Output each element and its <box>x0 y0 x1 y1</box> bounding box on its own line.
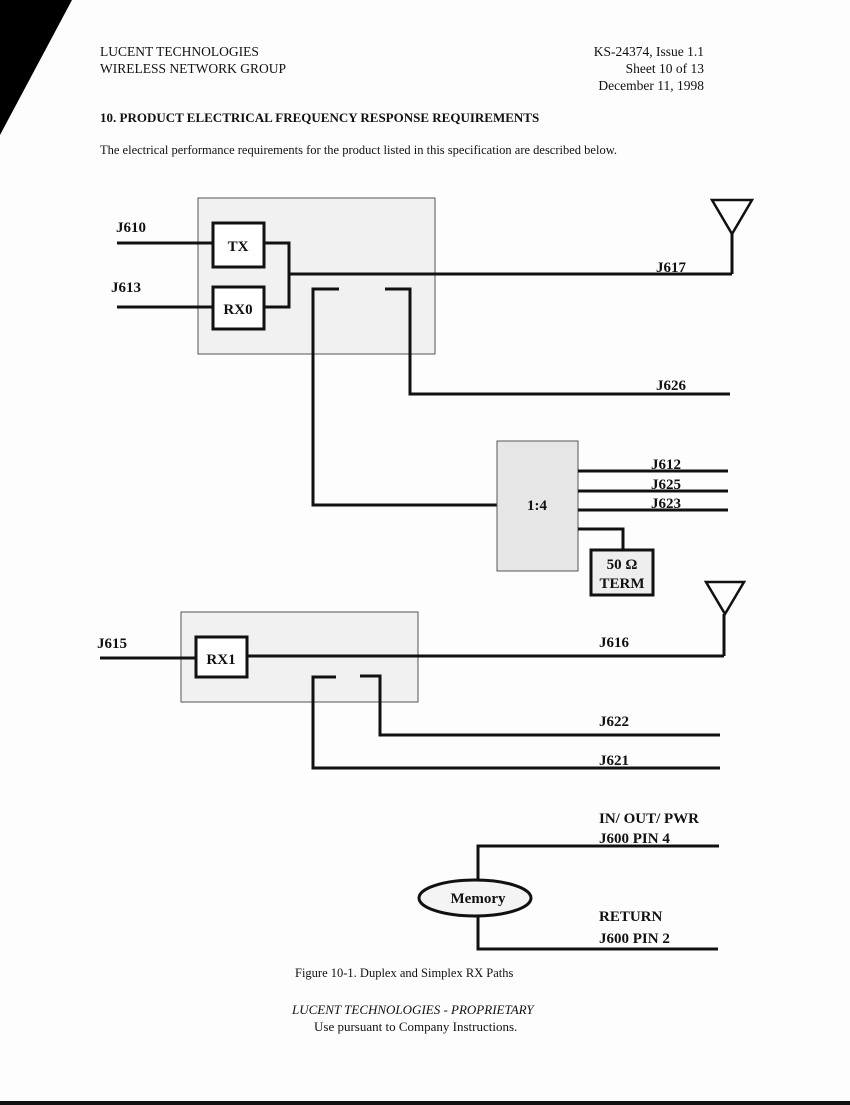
port-j621: J621 <box>599 753 629 769</box>
port-j626: J626 <box>656 378 687 394</box>
splitter-block <box>496 440 579 572</box>
memory-pin4: J600 PIN 4 <box>599 831 670 847</box>
port-j613: J613 <box>111 280 141 296</box>
antenna-icon-bottom <box>703 580 747 617</box>
scan-bottom-edge <box>0 1101 850 1105</box>
tx-block <box>211 221 266 269</box>
header-group: WIRELESS NETWORK GROUP <box>100 61 286 76</box>
header-date: December 11, 1998 <box>598 78 704 93</box>
term-label: TERM <box>600 576 645 592</box>
port-j610: J610 <box>116 220 146 236</box>
port-j617: J617 <box>656 260 687 276</box>
tx-label: TX <box>228 239 249 255</box>
term-block <box>589 548 655 597</box>
footer-instructions: Use pursuant to Company Instructions. <box>314 1019 518 1034</box>
rx0-label: RX0 <box>223 302 252 318</box>
wire-pin4 <box>476 844 719 880</box>
port-j625: J625 <box>651 477 681 493</box>
memory-return: RETURN <box>599 909 663 925</box>
term-value: 50 Ω <box>607 557 638 573</box>
rx1-block <box>194 635 249 679</box>
port-j622: J622 <box>599 714 629 730</box>
section-intro: The electrical performance requirements … <box>100 143 618 157</box>
section-title: 10. PRODUCT ELECTRICAL FREQUENCY RESPONS… <box>100 110 540 125</box>
antenna-icon-top <box>709 198 755 237</box>
wire-j622 <box>360 674 720 737</box>
port-j612: J612 <box>651 457 681 473</box>
duplexer-module <box>197 197 436 355</box>
header-sheet: Sheet 10 of 13 <box>625 61 704 76</box>
figure-caption: Figure 10-1. Duplex and Simplex RX Paths <box>295 966 514 980</box>
splitter-label: 1:4 <box>527 498 547 514</box>
port-j615: J615 <box>97 636 127 652</box>
wire-term <box>578 527 625 550</box>
footer-proprietary: LUCENT TECHNOLOGIES - PROPRIETARY <box>292 1002 534 1017</box>
wire-to-splitter <box>311 287 497 507</box>
memory-pin2: J600 PIN 2 <box>599 931 670 947</box>
header-doc-id: KS-24374, Issue 1.1 <box>593 44 704 59</box>
wire-pin2 <box>476 915 718 951</box>
memory-in-out-pwr: IN/ OUT/ PWR <box>599 811 699 827</box>
wire-j621 <box>311 675 720 770</box>
memory-label: Memory <box>451 891 506 907</box>
port-j623: J623 <box>651 496 681 512</box>
scan-corner-artifact <box>0 0 72 135</box>
rx1-label: RX1 <box>206 652 235 668</box>
memory-block <box>417 878 533 918</box>
port-j616: J616 <box>599 635 630 651</box>
wire-j626 <box>385 287 730 396</box>
header-company: LUCENT TECHNOLOGIES <box>100 44 259 59</box>
